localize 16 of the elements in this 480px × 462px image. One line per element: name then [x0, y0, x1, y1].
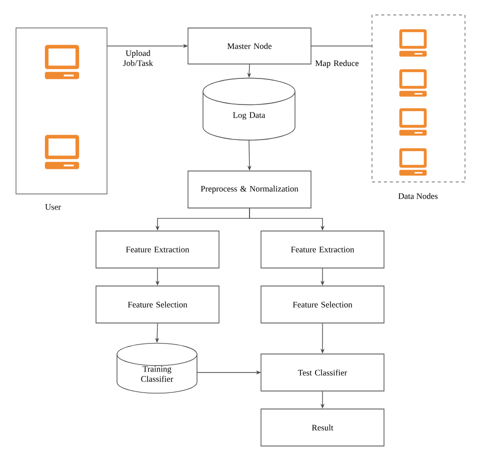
database-cylinder: Training Classifier [116, 342, 198, 394]
database-cylinder: Log Data [202, 78, 296, 140]
process-box: Test Classifier [260, 354, 384, 392]
process-box: Preprocess & Normalization [188, 170, 312, 208]
process-box: Feature Extraction [260, 230, 384, 268]
process-box: Master Node [188, 28, 312, 64]
user-box: User [16, 28, 108, 210]
process-box: Result [260, 408, 384, 446]
node-label: User [45, 204, 61, 210]
process-box: Feature Extraction [96, 230, 220, 268]
dashed-group-box: Data Nodes [372, 14, 466, 199]
edge-label: Upload Job/Task [115, 49, 161, 67]
process-box: Feature Selection [260, 286, 384, 324]
edge-label: Map Reduce [314, 59, 360, 69]
process-box: Feature Selection [96, 286, 220, 324]
node-label: Data Nodes [398, 193, 438, 199]
